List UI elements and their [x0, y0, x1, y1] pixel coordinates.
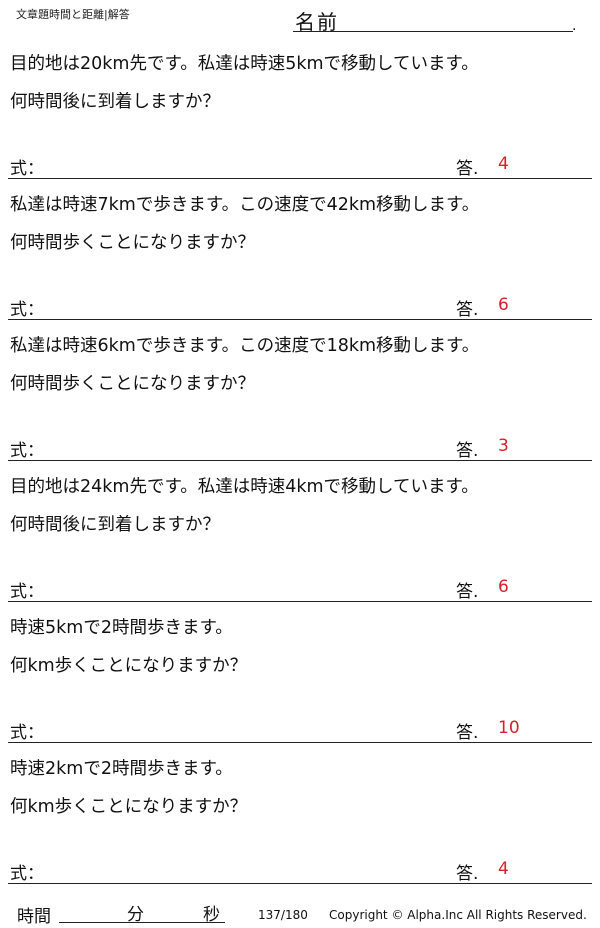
problem-text-line1: 私達は時速7kmで歩きます。この速度で42km移動します。: [10, 195, 480, 215]
minutes-label: 分: [127, 905, 144, 925]
name-label: 名前: [295, 10, 339, 34]
formula-label: 式：: [10, 159, 44, 179]
problem-divider: [8, 601, 592, 602]
problem-text-line1: 私達は時速6kmで歩きます。この速度で18km移動します。: [10, 336, 480, 356]
answer-value: 6: [498, 577, 509, 597]
problem-5: 時速5kmで2時間歩きます。 何km歩くことになりますか？ 式： 答. 10: [8, 602, 592, 743]
problem-divider: [8, 742, 592, 743]
formula-label: 式：: [10, 723, 44, 743]
copyright: Copyright © Alpha.Inc All Rights Reserve…: [329, 908, 587, 922]
answer-label: 答.: [456, 441, 479, 461]
worksheet-header: 文章題時間と距離|解答 名前 .: [0, 0, 600, 38]
answer-label: 答.: [456, 864, 479, 884]
problem-text-line1: 目的地は24km先です。私達は時速4kmで移動しています。: [10, 477, 479, 497]
page-number: 137/180: [258, 908, 308, 922]
answer-label: 答.: [456, 159, 479, 179]
problem-1: 目的地は20km先です。私達は時速5kmで移動しています。 何時間後に到着します…: [8, 38, 592, 179]
formula-label: 式：: [10, 864, 44, 884]
document-title: 文章題時間と距離|解答: [16, 8, 130, 21]
problem-text-line2: 何時間後に到着しますか？: [10, 92, 220, 112]
formula-label: 式：: [10, 300, 44, 320]
problem-divider: [8, 460, 592, 461]
problem-divider: [8, 319, 592, 320]
time-underline: [59, 922, 225, 923]
problem-4: 目的地は24km先です。私達は時速4kmで移動しています。 何時間後に到着します…: [8, 461, 592, 602]
time-label: 時間: [17, 907, 51, 927]
problem-divider: [8, 178, 592, 179]
worksheet-footer: 時間 分 秒 137/180 Copyright © Alpha.Inc All…: [0, 893, 600, 928]
problem-2: 私達は時速7kmで歩きます。この速度で42km移動します。 何時間歩くことになり…: [8, 179, 592, 320]
answer-value: 4: [498, 154, 509, 174]
answer-value: 3: [498, 436, 509, 456]
problem-3: 私達は時速6kmで歩きます。この速度で18km移動します。 何時間歩くことになり…: [8, 320, 592, 461]
problem-text-line1: 時速5kmで2時間歩きます。: [10, 618, 233, 638]
formula-label: 式：: [10, 582, 44, 602]
problem-text-line2: 何時間後に到着しますか？: [10, 515, 220, 535]
problem-6: 時速2kmで2時間歩きます。 何km歩くことになりますか？ 式： 答. 4: [8, 743, 592, 884]
problem-text-line2: 何km歩くことになりますか？: [10, 797, 248, 817]
problem-text-line2: 何時間歩くことになりますか？: [10, 233, 255, 253]
problem-divider: [8, 883, 592, 884]
name-dot: .: [572, 18, 577, 34]
problem-text-line1: 時速2kmで2時間歩きます。: [10, 759, 233, 779]
seconds-label: 秒: [203, 905, 220, 925]
answer-label: 答.: [456, 723, 479, 743]
answer-label: 答.: [456, 582, 479, 602]
answer-value: 4: [498, 859, 509, 879]
answer-value: 10: [498, 718, 520, 738]
problem-text-line1: 目的地は20km先です。私達は時速5kmで移動しています。: [10, 54, 479, 74]
answer-label: 答.: [456, 300, 479, 320]
problem-text-line2: 何km歩くことになりますか？: [10, 656, 248, 676]
problem-text-line2: 何時間歩くことになりますか？: [10, 374, 255, 394]
name-underline: [293, 31, 573, 32]
formula-label: 式：: [10, 441, 44, 461]
answer-value: 6: [498, 295, 509, 315]
